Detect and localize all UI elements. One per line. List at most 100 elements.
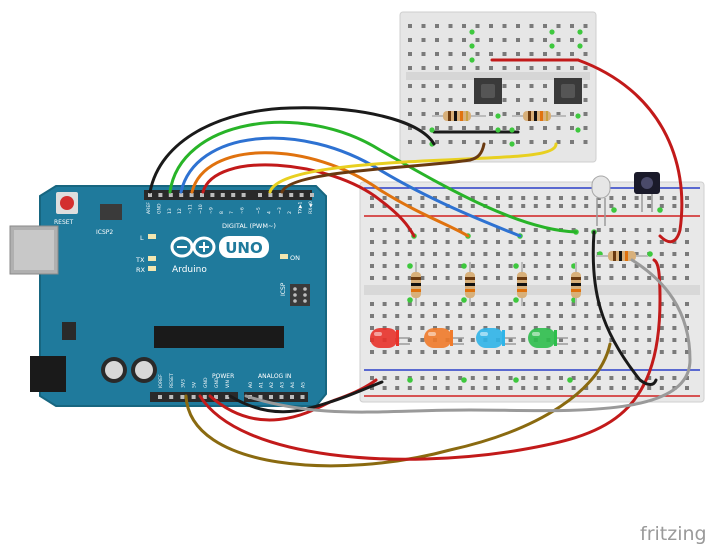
wire-black-bottom xyxy=(228,380,384,414)
analog-pin-label: A3 xyxy=(280,382,286,388)
digital-pin-label: 8 xyxy=(219,211,225,214)
power-jack xyxy=(30,356,66,392)
wire-gray xyxy=(244,258,692,414)
analog-pin xyxy=(279,395,284,399)
icsp2-label: ICSP2 xyxy=(96,229,113,236)
digital-pin xyxy=(220,193,225,197)
leds xyxy=(370,328,568,348)
digital-pin xyxy=(168,193,173,197)
led-l xyxy=(148,234,156,239)
led-resistor xyxy=(571,262,581,306)
red-led xyxy=(370,328,410,348)
digital-pin xyxy=(189,193,194,197)
digital-header-pins xyxy=(148,193,314,197)
digital-pin-label: RX◀0 xyxy=(308,201,314,214)
digital-pin-label: ~9 xyxy=(208,207,214,214)
digital-pin xyxy=(289,193,294,197)
wire-brown xyxy=(184,342,612,468)
analog-pin xyxy=(269,395,273,399)
digital-pin-label: 4 xyxy=(266,211,272,214)
icsp-label: ICSP xyxy=(280,282,287,296)
digital-pin-label: ~3 xyxy=(277,207,283,214)
wires xyxy=(148,58,692,468)
led-tx xyxy=(148,256,156,261)
digital-pin-label: 2 xyxy=(287,211,293,214)
led-on xyxy=(280,254,288,259)
wire-darkbrown xyxy=(280,142,486,194)
led-resistor xyxy=(465,262,475,306)
digital-pin-label: ~11 xyxy=(188,204,194,214)
power-pin-label: 5V xyxy=(192,381,198,388)
power-pin-label: VIN xyxy=(225,380,231,388)
digital-pin-label: AREF xyxy=(146,202,152,214)
digital-pin-label: 7 xyxy=(229,211,235,214)
power-pin xyxy=(158,395,162,399)
power-pin-label: 3V3 xyxy=(180,379,186,388)
digital-label: DIGITAL (PWM~) xyxy=(222,222,276,230)
analog-pin xyxy=(290,395,294,399)
sensor-resistor xyxy=(596,251,648,261)
power-pin xyxy=(202,395,207,399)
digital-header xyxy=(144,190,312,200)
small-breadboard xyxy=(399,11,597,163)
led-resistor xyxy=(517,262,527,306)
led-resistor xyxy=(411,262,421,306)
voltage-regulator xyxy=(62,322,76,340)
orange-led xyxy=(424,328,464,348)
power-pin-label: GND xyxy=(203,377,209,388)
analog-pin-label: A1 xyxy=(259,382,265,388)
power-label: POWER xyxy=(212,373,234,380)
power-pin xyxy=(180,395,185,399)
icsp2-header xyxy=(100,204,122,220)
digital-pin xyxy=(241,193,246,197)
wire-orange xyxy=(190,151,470,238)
power-pin-label: RESET xyxy=(169,373,175,388)
led-tx-label: TX xyxy=(135,256,145,264)
digital-pin xyxy=(278,193,283,197)
digital-pin-label: ~5 xyxy=(256,207,262,214)
uno-label: UNO xyxy=(225,239,263,257)
digital-pin xyxy=(231,193,236,197)
wire-black-top xyxy=(148,106,436,194)
power-pin xyxy=(214,395,218,399)
digital-pin xyxy=(158,193,163,197)
digital-pin xyxy=(210,193,215,197)
analog-pin xyxy=(258,395,263,399)
bottom-pin-labels: IOREF RESET 3V3 5V GND GND VIN A0 A1 A2 A3 A4 A5 xyxy=(158,373,307,388)
digital-pin xyxy=(299,193,304,197)
analog-pin-label: A0 xyxy=(248,382,254,388)
led-rx-label: RX xyxy=(136,266,146,274)
digital-pin xyxy=(179,193,184,197)
analog-pin-label: A5 xyxy=(301,382,307,388)
digital-pin-label: ~6 xyxy=(240,207,246,214)
resistor-small-2 xyxy=(512,111,566,121)
small-bb-connection-dots xyxy=(429,29,583,147)
clear-led xyxy=(591,175,611,226)
resistor-small-1 xyxy=(432,111,486,121)
wire-red-bottom xyxy=(198,258,662,461)
atmega-chip xyxy=(154,326,284,348)
analog-label: ANALOG IN xyxy=(258,373,291,380)
power-pin xyxy=(191,395,196,399)
wire-red-right xyxy=(576,58,684,244)
power-pin xyxy=(169,395,174,399)
digital-pin-label: GND xyxy=(156,203,162,214)
digital-pin-label: ~10 xyxy=(198,204,204,214)
digital-pin xyxy=(268,193,273,197)
arduino-label: Arduino xyxy=(172,265,207,275)
analog-pin xyxy=(300,395,305,399)
digital-pin-label: TX▶1 xyxy=(298,202,304,215)
analog-header xyxy=(244,392,308,402)
on-label: ON xyxy=(290,254,300,262)
analog-pin-label: A4 xyxy=(290,382,296,388)
digital-pin xyxy=(258,193,262,197)
digital-pin xyxy=(200,193,204,197)
power-pin-label: IOREF xyxy=(158,374,164,388)
wire-blue xyxy=(179,136,522,238)
analog-pin-label: A2 xyxy=(269,382,275,388)
digital-pin-label: 12 xyxy=(177,208,183,214)
power-pin-label: GND xyxy=(214,377,220,388)
reset-label: RESET xyxy=(54,219,74,226)
